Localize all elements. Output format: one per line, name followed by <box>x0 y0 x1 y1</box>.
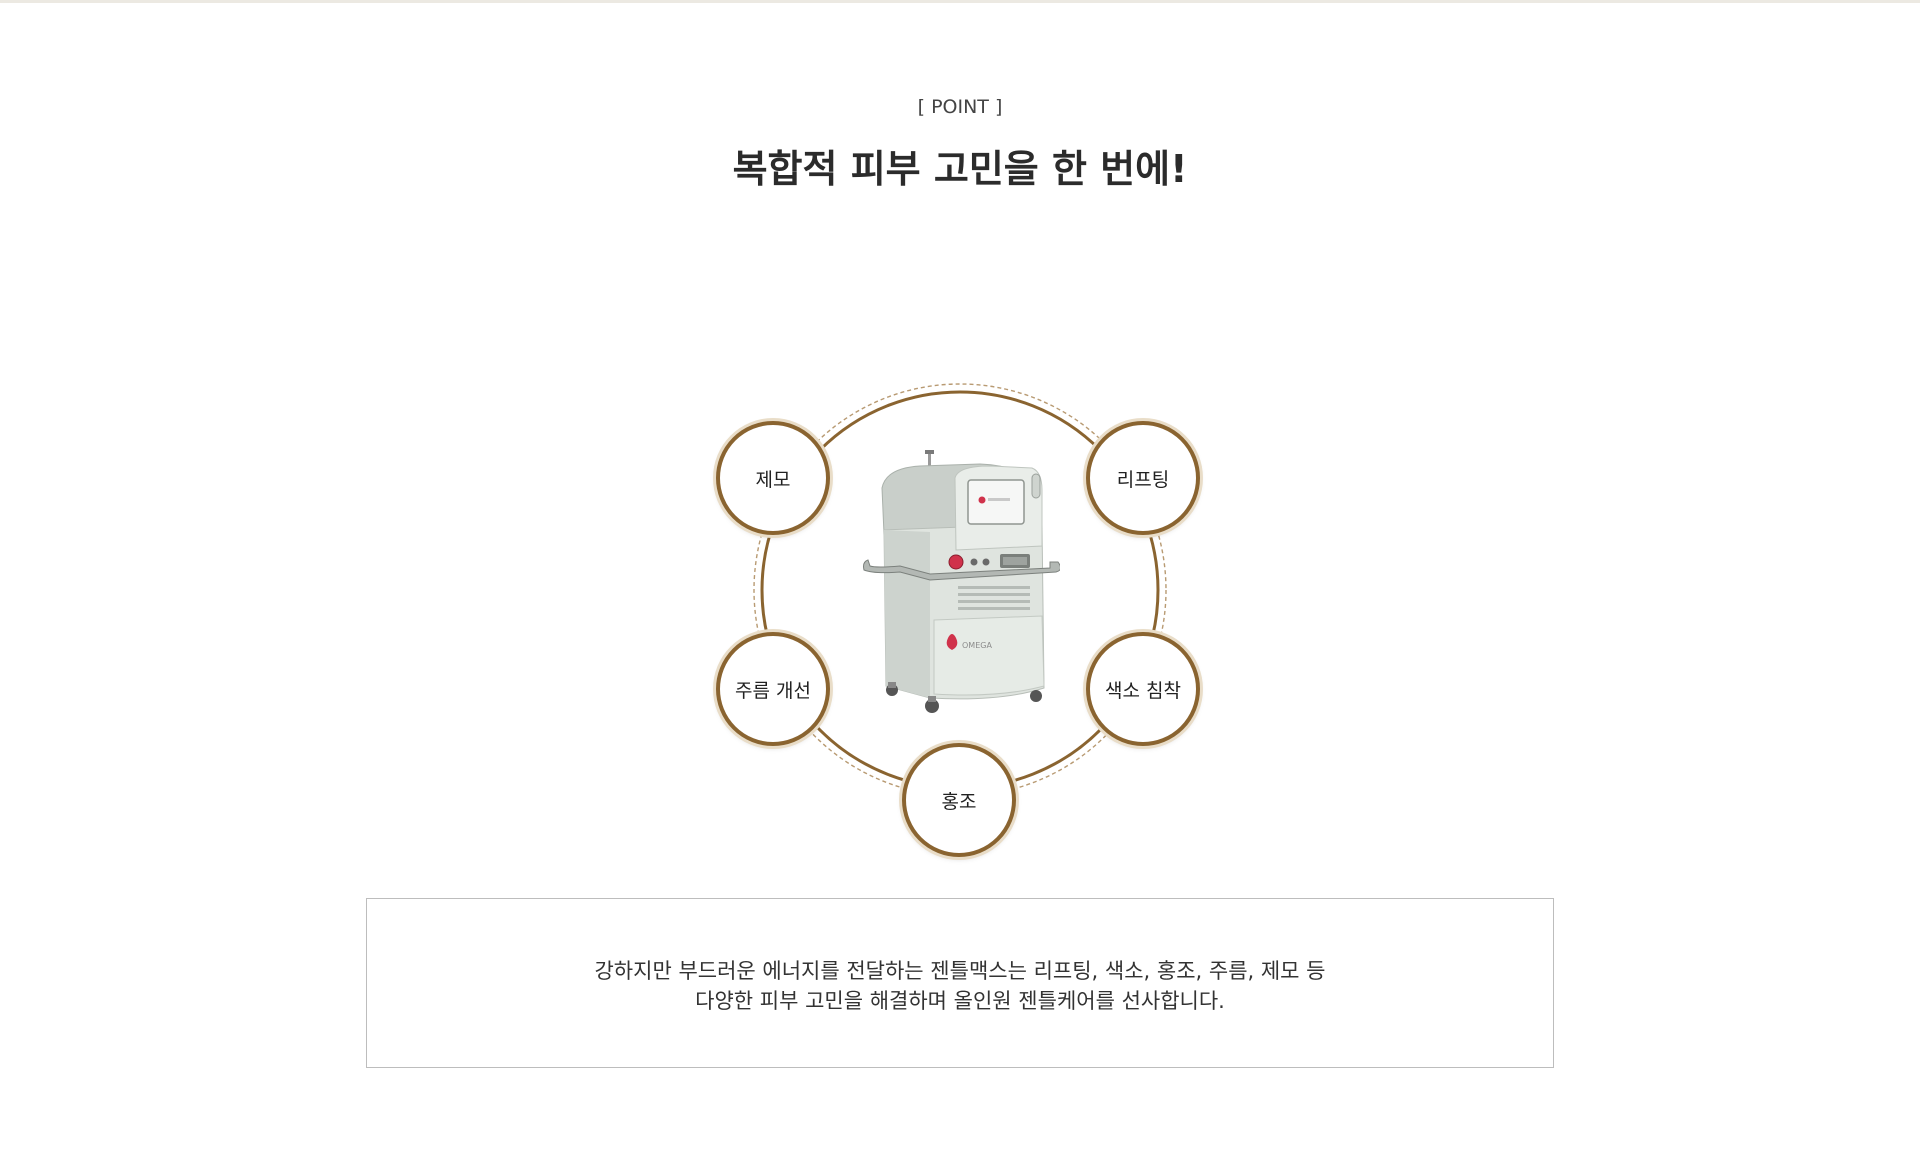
node-label: 주름 개선 <box>735 679 811 702</box>
section-title: 복합적 피부 고민을 한 번에! <box>732 147 1188 191</box>
node-label: 리프팅 <box>1116 468 1170 491</box>
description-box: 강하지만 부드러운 에너지를 전달하는 젠틀맥스는 리프팅, 색소, 홍조, 주… <box>366 898 1554 1068</box>
top-divider-strip <box>0 0 1920 3</box>
node-pigmentation: 색소 침착 <box>1086 632 1200 746</box>
device-brand-label: OMEGA <box>962 641 992 650</box>
description-line-1: 강하지만 부드러운 에너지를 전달하는 젠틀맥스는 리프팅, 색소, 홍조, 주… <box>594 959 1326 983</box>
node-redness: 홍조 <box>902 743 1016 857</box>
device-image: OMEGA <box>860 450 1062 715</box>
node-wrinkle-improvement: 주름 개선 <box>716 632 830 746</box>
node-label: 홍조 <box>941 790 977 813</box>
description-line-2: 다양한 피부 고민을 해결하며 올인원 젠틀케어를 선사합니다. <box>695 989 1225 1013</box>
node-hair-removal: 제모 <box>716 421 830 535</box>
node-lifting: 리프팅 <box>1086 421 1200 535</box>
treatment-diagram: OMEGA 제모 리프팅 주름 개선 색소 침착 홍조 <box>705 370 1215 870</box>
node-label: 제모 <box>755 468 791 491</box>
node-label: 색소 침착 <box>1105 679 1181 702</box>
section-eyebrow: [ POINT ] <box>917 96 1003 118</box>
